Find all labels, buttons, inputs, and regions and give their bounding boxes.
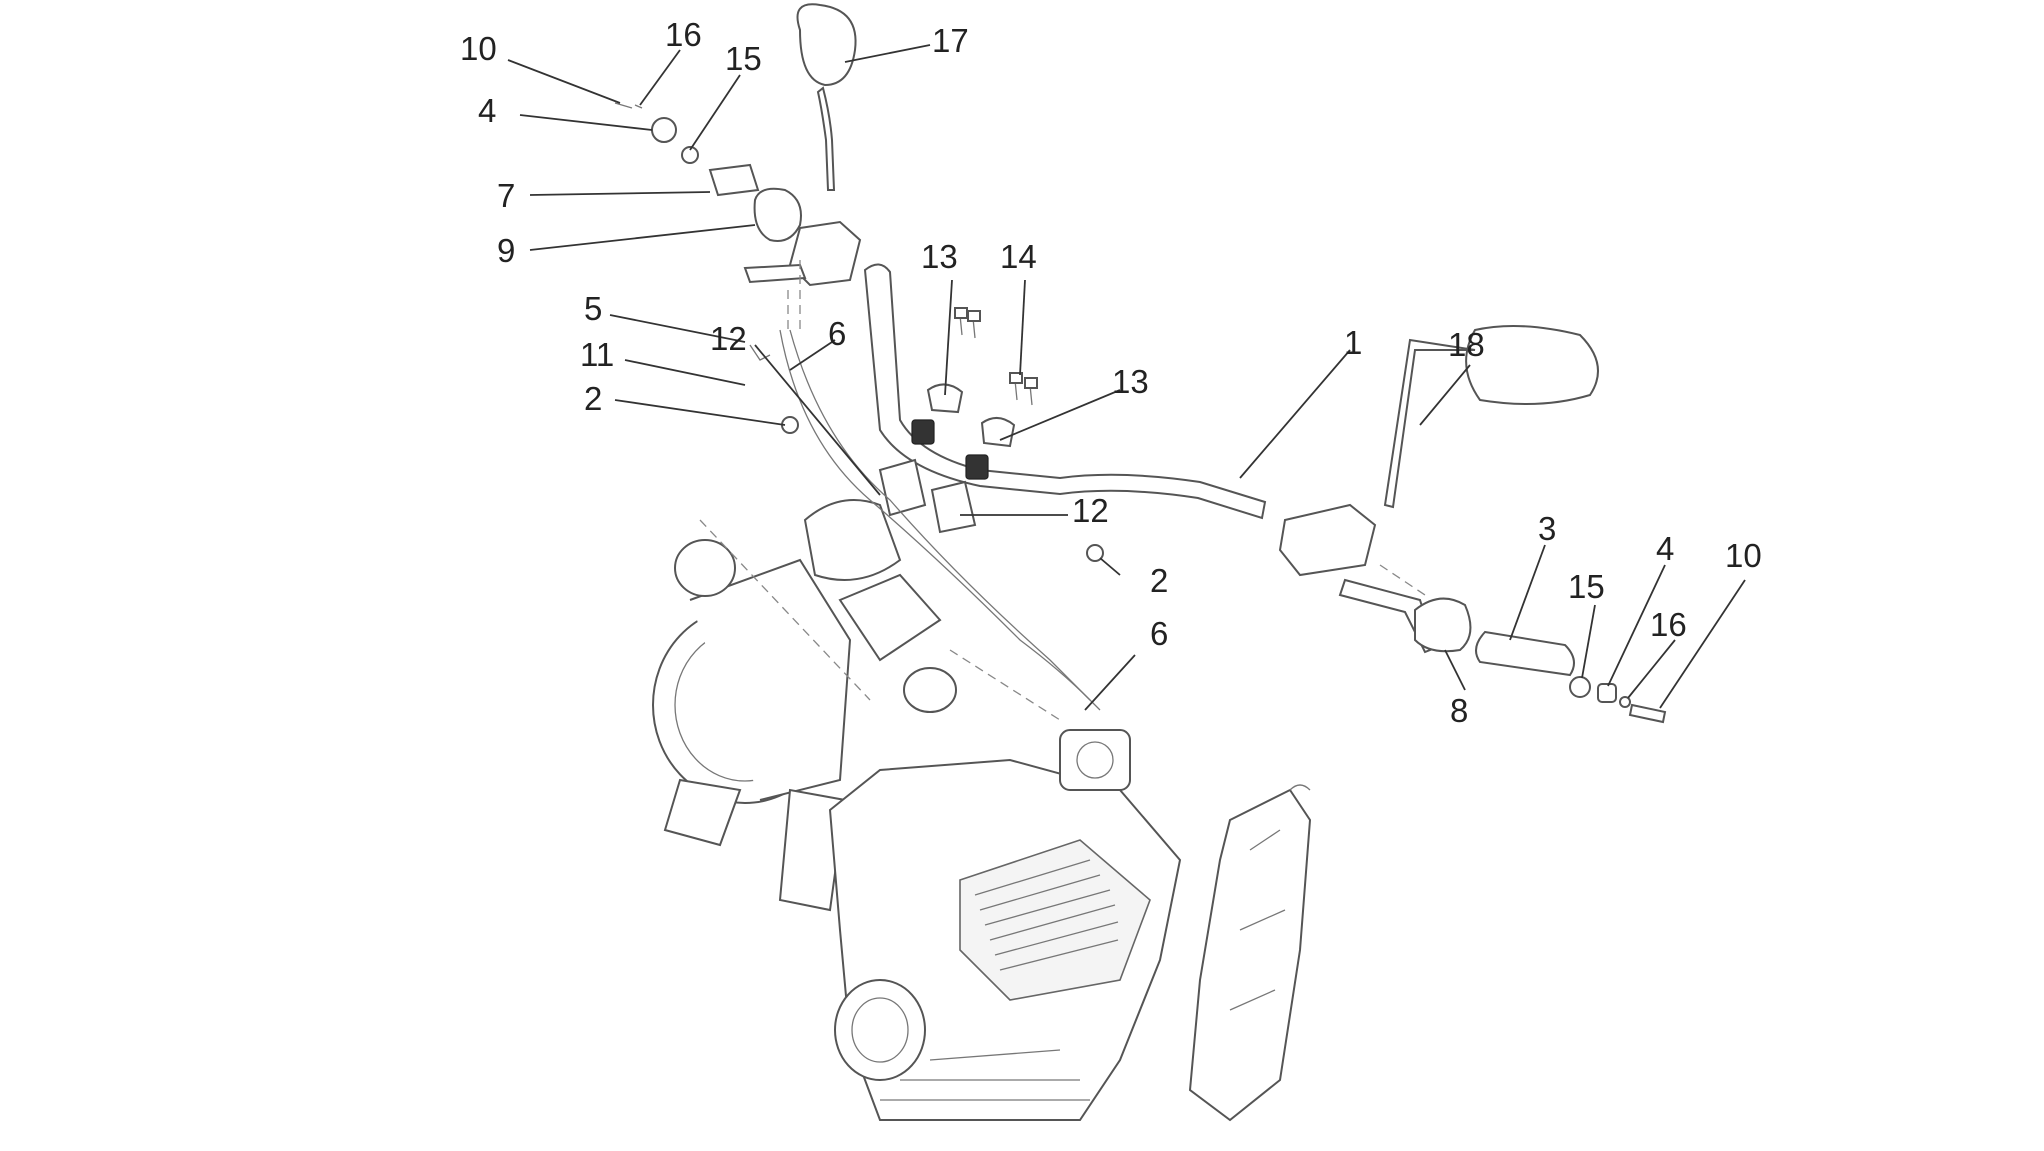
callout-label: 10 — [460, 30, 497, 67]
callout-label: 15 — [725, 40, 762, 77]
mirror-stem-left — [816, 86, 836, 191]
callout-label: 1 — [1344, 324, 1362, 361]
clutch-lever — [743, 263, 807, 284]
handlebar-assembly — [863, 263, 1267, 534]
callout-label: 9 — [497, 232, 515, 269]
callout-label: 10 — [1725, 537, 1762, 574]
switch-housing-left — [753, 187, 802, 242]
bar-clamp-left — [911, 419, 935, 445]
handlebar — [863, 263, 1267, 520]
callout-label: 2 — [1150, 562, 1168, 599]
side-cover — [1188, 788, 1312, 1122]
washer-right — [1619, 696, 1631, 708]
callout-label: 16 — [1650, 606, 1687, 643]
callout-label: 16 — [665, 16, 702, 53]
nut-right — [1086, 544, 1104, 562]
callout-label: 5 — [584, 290, 602, 327]
spacer-left — [681, 146, 699, 164]
callout-label: 18 — [1448, 326, 1485, 363]
instrument-cluster — [803, 499, 902, 581]
callout-label: 17 — [932, 22, 969, 59]
callout-label: 15 — [1568, 568, 1605, 605]
callout-label: 2 — [584, 380, 602, 417]
callout-label: 12 — [710, 320, 747, 357]
triple-clamp — [838, 573, 942, 662]
callout-label: 12 — [1072, 492, 1109, 529]
bar-end-weight-right — [1597, 683, 1617, 703]
bar-end-weight-left — [651, 117, 677, 143]
turn-signal-right — [903, 667, 957, 713]
upper-clamp-right — [980, 417, 1016, 448]
callout-label: 6 — [1150, 615, 1168, 652]
callout-label: 14 — [1000, 238, 1037, 275]
callout-label: 6 — [828, 315, 846, 352]
callout-label: 13 — [921, 238, 958, 275]
switch-housing-right — [1414, 597, 1472, 653]
callout-label: 3 — [1538, 510, 1556, 547]
spacer-right — [1569, 676, 1591, 698]
clamp-bolt — [1009, 372, 1023, 384]
mirror-left — [796, 3, 857, 87]
brake-master — [1278, 503, 1377, 577]
right-controls — [1278, 325, 1667, 724]
brake-lever — [1338, 578, 1437, 654]
fork-leg-left — [663, 778, 742, 847]
bar-clamp-right — [965, 454, 989, 480]
clamp-bolt — [954, 307, 968, 319]
callout-labels: 10 16 15 17 4 7 9 13 14 5 6 1 18 11 13 2… — [460, 16, 1762, 729]
mirror-right — [1465, 325, 1599, 405]
callout-label: 11 — [580, 336, 614, 373]
callout-label: 8 — [1450, 692, 1468, 729]
throttle-body — [1059, 729, 1131, 791]
clamp-bolt — [967, 310, 981, 322]
cylinder-head — [959, 839, 1151, 1001]
upper-clamp-left — [926, 383, 964, 414]
turn-signal-left — [674, 539, 736, 597]
clamp-bolt — [1024, 377, 1038, 389]
callout-label: 7 — [497, 177, 515, 214]
grip-left — [708, 163, 760, 197]
mirror-stem-right — [1383, 338, 1476, 509]
grip-right — [1475, 630, 1575, 677]
engine-assembly — [652, 499, 1312, 1122]
callout-label: 4 — [1656, 530, 1674, 567]
screw-right — [1628, 703, 1667, 724]
riser-left — [878, 458, 927, 517]
leader-lines — [507, 44, 1746, 711]
callout-label: 4 — [478, 92, 496, 129]
left-controls — [614, 3, 1104, 711]
alternator-cover — [834, 979, 926, 1081]
fork-leg-right — [778, 788, 847, 912]
callout-label: 13 — [1112, 363, 1149, 400]
riser-right — [930, 480, 977, 534]
